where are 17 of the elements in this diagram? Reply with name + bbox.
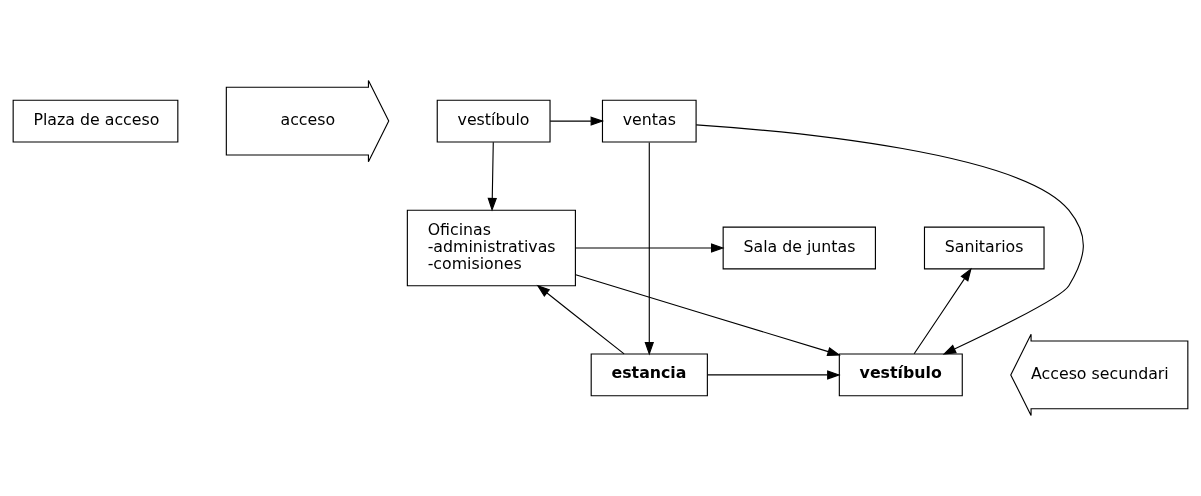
node-box: Oficinas -administrativas -comisiones: [406, 209, 576, 287]
arrow: [913, 267, 972, 355]
node-box: ventas: [601, 99, 697, 143]
arrow: [549, 116, 605, 126]
node-box: vestíbulo: [436, 99, 551, 143]
arrow: [575, 274, 841, 357]
arrow: [695, 124, 1084, 355]
node-box: Sala de juntas: [722, 226, 876, 270]
node-box: vestíbulo: [838, 353, 963, 397]
arrow: [575, 243, 725, 253]
arrow: [707, 370, 841, 380]
node-box: estancia: [590, 353, 708, 397]
arrow: [536, 284, 625, 355]
node-box: Plaza de acceso: [12, 99, 179, 143]
node-box: Sanitarios: [923, 226, 1045, 270]
arrow: [487, 141, 497, 212]
arrow: [644, 141, 655, 356]
